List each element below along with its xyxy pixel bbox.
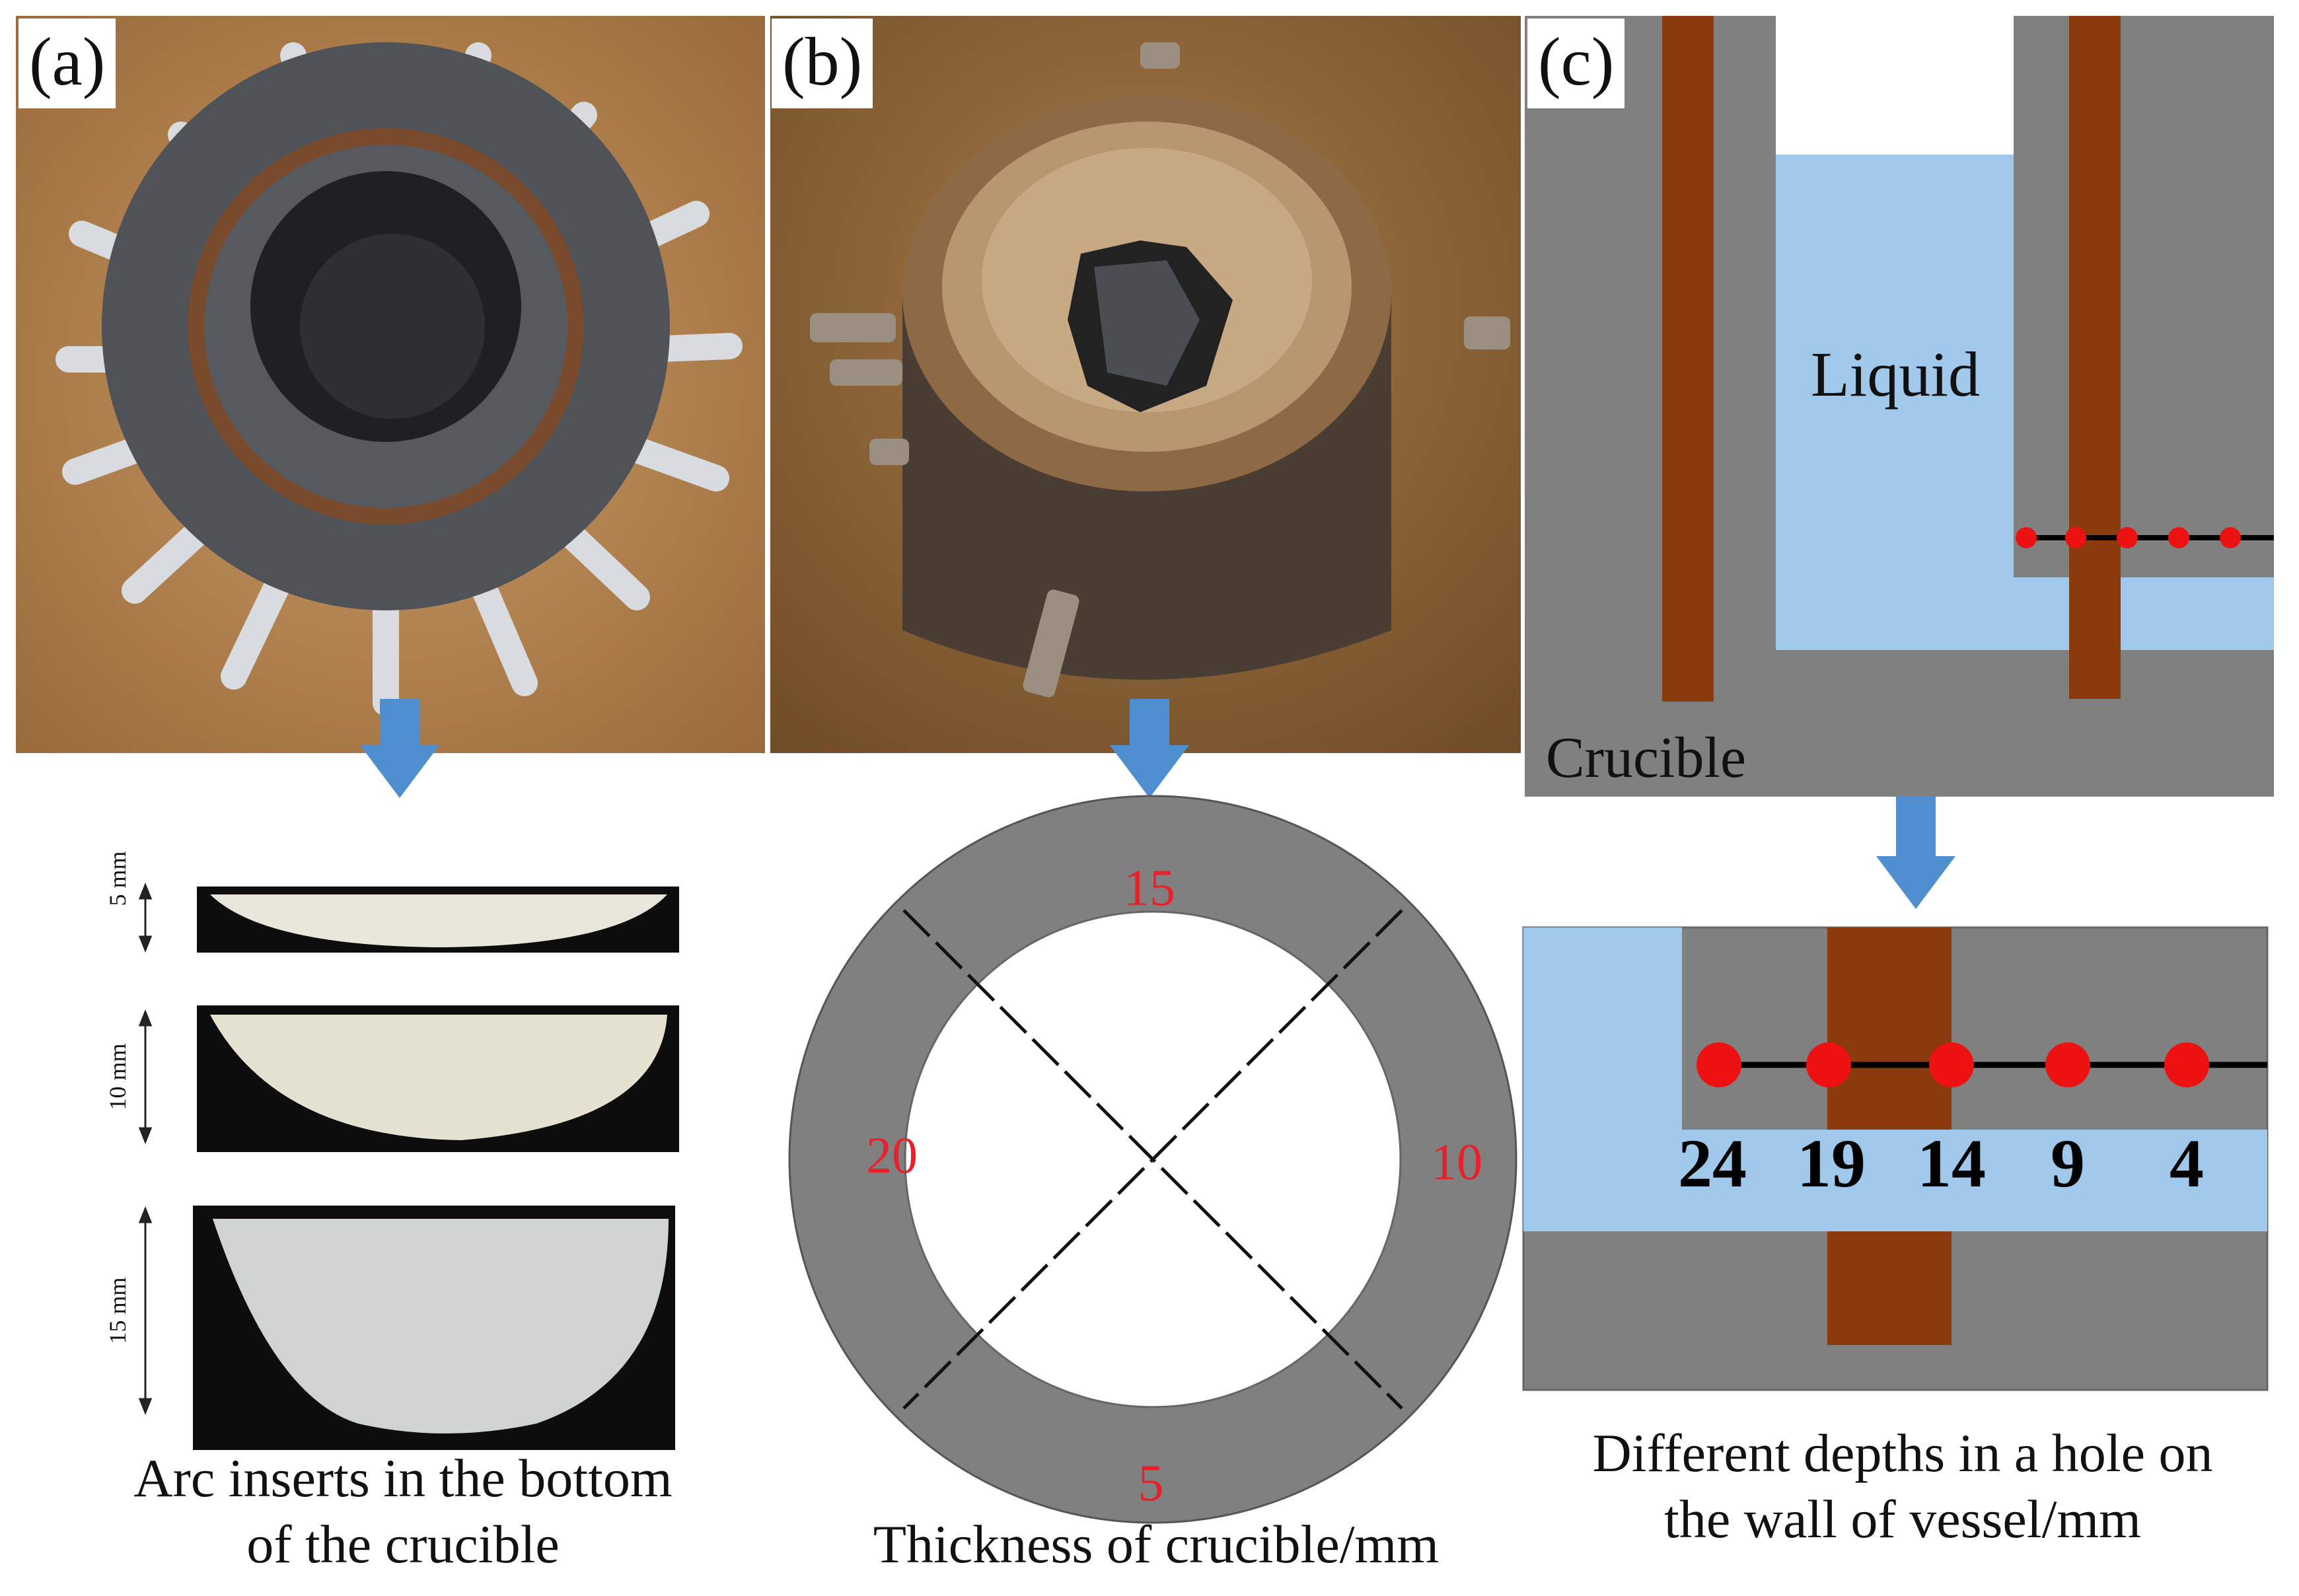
detail-rod-top	[1827, 927, 1952, 1130]
panel-c-label: (c)	[1527, 18, 1625, 108]
panel-a-caption-line2: of the crucible	[246, 1514, 560, 1575]
insert-5mm-image	[197, 887, 679, 953]
insert-5mm-shape	[210, 894, 667, 947]
depth-label-14: 14	[1917, 1126, 1986, 1202]
detail-rod-bottom	[1827, 1231, 1952, 1345]
insert-15mm-image	[193, 1206, 675, 1450]
thickness-left-label: 20	[866, 1126, 918, 1184]
insert-10mm-image	[197, 1005, 679, 1152]
panel-a-caption: Arc inserts in the bottom of the crucibl…	[40, 1445, 766, 1578]
depth-detail: 24 19 14 9 4	[1522, 926, 2269, 1391]
crucible-cross-section: 15 20 10 5	[788, 795, 1517, 1524]
depth-label-9: 9	[2051, 1126, 2085, 1202]
detail-point-24	[1697, 1042, 1741, 1087]
detail-point-9	[2045, 1042, 2090, 1087]
panel-b-label: (b)	[772, 18, 873, 108]
crucible-schematic: Liquid Crucible	[1525, 16, 2274, 797]
detail-point-14	[1929, 1042, 1974, 1087]
down-arrow-icon	[1876, 797, 1955, 909]
down-arrow-icon	[1110, 699, 1189, 798]
detail-liquid-band	[1523, 1130, 2267, 1231]
dim-label-5mm: 5 mm	[104, 851, 131, 906]
liquid-label: Liquid	[1811, 339, 1980, 410]
depth-label-4: 4	[2170, 1126, 2204, 1202]
insert-10mm-shape	[210, 1015, 667, 1140]
dim-label-10mm: 10 mm	[104, 1043, 131, 1110]
insert-15mm-shape	[213, 1219, 669, 1433]
thickness-right-label: 10	[1431, 1133, 1482, 1190]
point-9	[2168, 527, 2189, 548]
depth-label-19: 19	[1797, 1126, 1866, 1202]
thickness-top-label: 15	[1124, 859, 1175, 916]
right-wall	[2014, 155, 2274, 577]
point-19	[2065, 527, 2086, 548]
crucible-photo-b-graphic	[770, 16, 1521, 753]
crucible-label: Crucible	[1546, 726, 1746, 790]
panel-a-label: (a)	[18, 18, 116, 108]
right-gap	[2014, 577, 2274, 650]
crucible-photo-b	[770, 16, 1521, 753]
right-rod	[2069, 16, 2121, 699]
crucible-photo-a	[16, 16, 765, 753]
detail-point-4	[2164, 1042, 2209, 1087]
panel-c-caption: Different depths in a hole on the wall o…	[1519, 1420, 2286, 1552]
panel-b-caption: Thickness of crucible/mm	[873, 1514, 1440, 1574]
panel-a-caption-line1: Arc inserts in the bottom	[133, 1448, 673, 1508]
down-arrow-icon	[360, 699, 439, 798]
left-rod	[1662, 16, 1714, 702]
point-14	[2117, 527, 2138, 548]
point-4	[2220, 527, 2241, 548]
panel-c-caption-line1: Different depths in a hole on	[1592, 1423, 2213, 1483]
crucible-photo-a-graphic	[16, 16, 765, 753]
panel-c-caption-line2: the wall of vessel/mm	[1664, 1489, 2141, 1550]
thickness-bottom-label: 5	[1138, 1454, 1164, 1511]
point-24	[2016, 527, 2037, 548]
insert-dimensions: 5 mm 10 mm 15 mm	[104, 851, 153, 1416]
dim-label-15mm: 15 mm	[104, 1277, 131, 1344]
detail-point-19	[1806, 1042, 1851, 1087]
opening	[1776, 16, 2014, 155]
depth-label-24: 24	[1678, 1126, 1747, 1202]
